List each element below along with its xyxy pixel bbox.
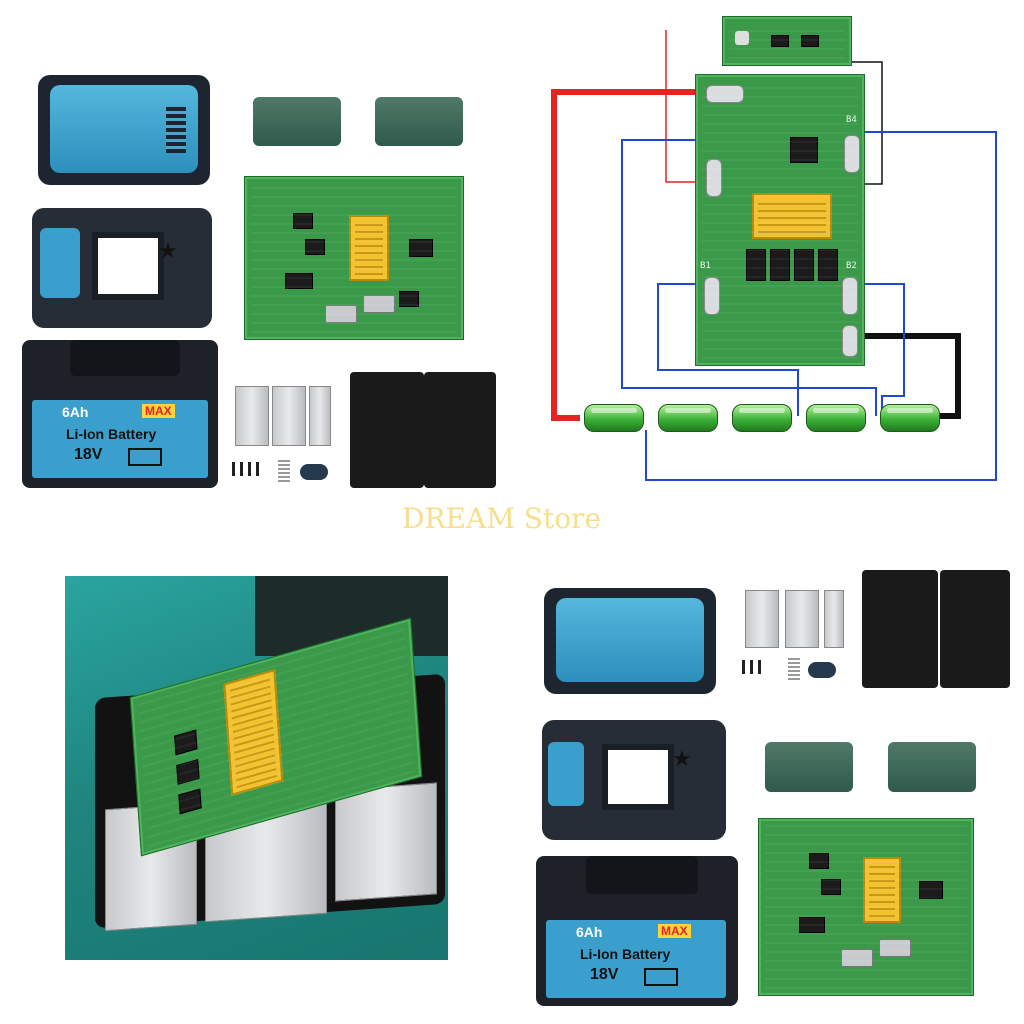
bms-board-diagram: B1 B2 B4 xyxy=(695,74,865,366)
battery-top-cover xyxy=(38,75,210,185)
cell-holder-tray-3 xyxy=(862,570,938,688)
cell-holder-tray-4 xyxy=(940,570,1010,688)
insulation-pad-2 xyxy=(375,97,463,146)
battery-voltage-label: 18V xyxy=(74,446,103,463)
battery-cell-4 xyxy=(806,404,866,432)
wiring-lines xyxy=(551,30,997,481)
battery-cell-3 xyxy=(732,404,792,432)
battery-capacity-label: 6Ah xyxy=(62,404,89,420)
assembled-pack-photo xyxy=(65,576,448,960)
screws-and-springs xyxy=(230,460,340,486)
battery-type-label: Li-Ion Battery xyxy=(66,426,157,442)
battery-bottom-cover-2: ★ xyxy=(542,720,726,840)
insulation-pad-3 xyxy=(765,742,853,792)
nickel-strip-2 xyxy=(272,386,306,446)
nickel-strip-4 xyxy=(745,590,779,648)
battery-max-badge: MAX xyxy=(142,404,175,418)
bms-board-photo-1 xyxy=(244,176,464,340)
battery-capacity-label-2: 6Ah xyxy=(576,924,603,940)
battery-voltage-label-2: 18V xyxy=(590,966,619,983)
bms-label-b1: B1 xyxy=(700,261,711,271)
wiring-diagram: B1 B2 B4 xyxy=(540,10,1010,490)
insulation-pad-1 xyxy=(253,97,341,146)
store-watermark: DREAM Store xyxy=(402,502,602,535)
bms-label-b4: B4 xyxy=(846,115,857,125)
battery-pack-bottom-right: 6Ah MAX Li-Ion Battery 18V xyxy=(536,856,738,1006)
battery-cell-1 xyxy=(584,404,644,432)
led-indicator-board xyxy=(722,16,852,66)
bms-board-photo-2 xyxy=(758,818,974,996)
cell-holder-tray-1 xyxy=(350,372,424,488)
cell-holder-tray-2 xyxy=(424,372,496,488)
battery-max-badge-2: MAX xyxy=(658,924,691,938)
star-icon-2: ★ xyxy=(672,746,692,771)
nickel-strip-5 xyxy=(785,590,819,648)
battery-cell-5 xyxy=(880,404,940,432)
screws-and-springs-2 xyxy=(740,658,850,682)
battery-type-label-2: Li-Ion Battery xyxy=(580,946,671,962)
battery-level-icon-2 xyxy=(644,968,678,986)
nickel-strip-1 xyxy=(235,386,269,446)
battery-cell-2 xyxy=(658,404,718,432)
battery-top-cover-2 xyxy=(544,588,716,694)
insulation-pad-4 xyxy=(888,742,976,792)
battery-pack-top-left: 6Ah MAX Li-Ion Battery 18V xyxy=(22,340,218,488)
battery-level-icon xyxy=(128,448,162,466)
nickel-strip-3 xyxy=(309,386,331,446)
star-icon: ★ xyxy=(158,238,178,263)
nickel-strip-6 xyxy=(824,590,844,648)
bms-label-b2: B2 xyxy=(846,261,857,271)
battery-bottom-cover: ★ xyxy=(32,208,212,328)
